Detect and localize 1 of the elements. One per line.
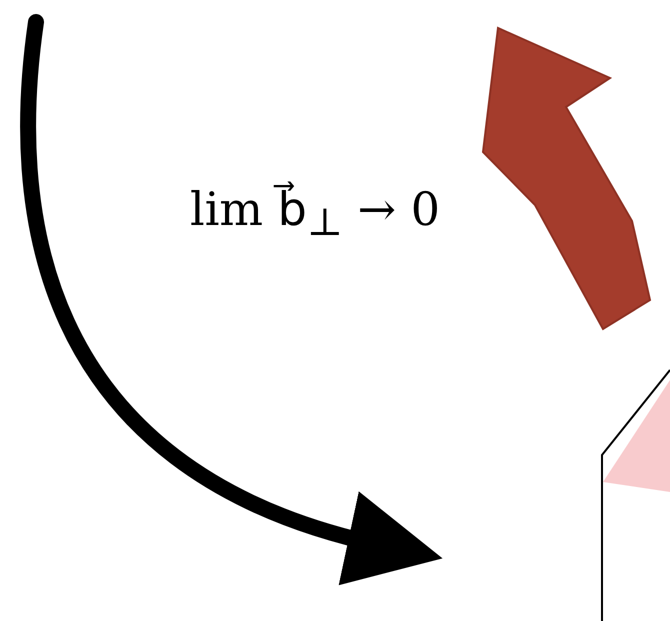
math-label: lim b⃗$_{⊥}$ → 0 xyxy=(190,182,440,246)
